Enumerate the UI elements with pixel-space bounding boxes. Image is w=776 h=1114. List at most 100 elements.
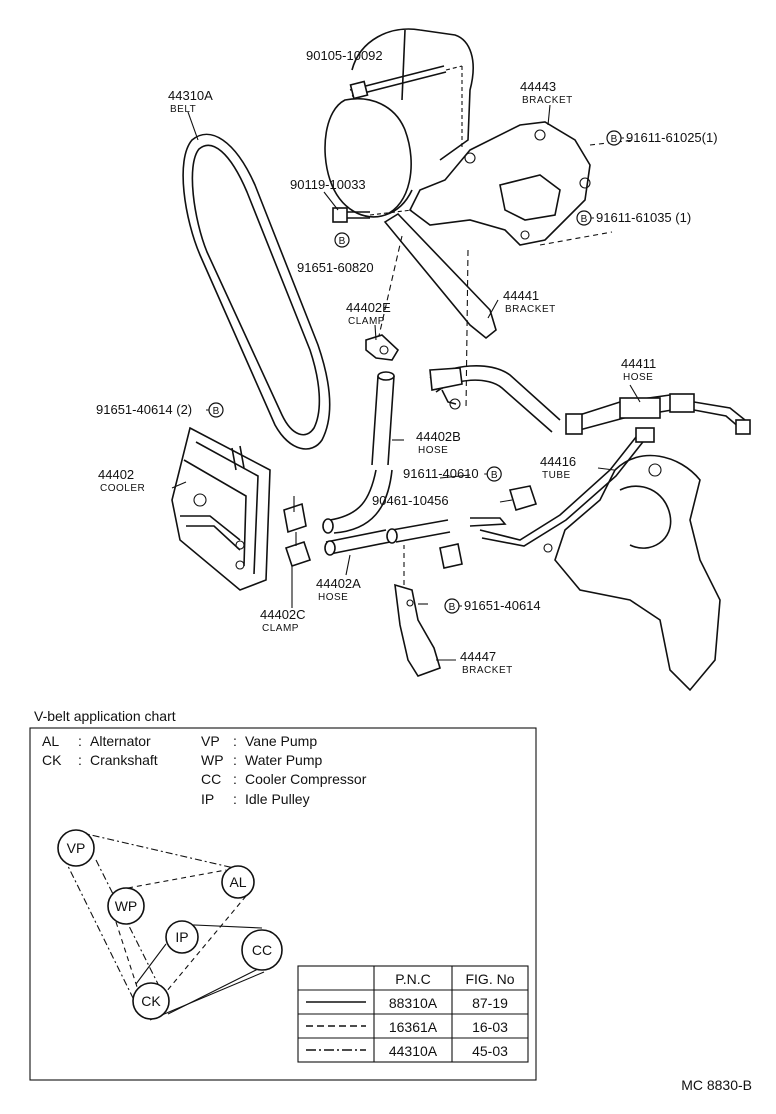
vbelt-legend: AL : Alternator CK : Crankshaft VP : Van… [42,733,367,807]
b-marker-icon: B [576,210,592,226]
pulley-al: AL [221,865,255,899]
legend-sep-vp: : [233,733,237,749]
legend-code-ip: IP [201,791,214,807]
legend-name-ck: Crankshaft [90,752,158,768]
bracket-44441 [377,212,497,411]
b-marker-label: B [491,470,498,481]
part-callout-90119-10033: 90119-10033 [290,177,366,192]
table-header-pnc: P.N.C [395,971,431,987]
table-row-fig: 87-19 [472,995,508,1011]
part-description: CLAMP [262,623,299,634]
legend-name-al: Alternator [90,733,151,749]
vbelt-chart-title: V-belt application chart [34,708,176,724]
leader-lines [171,104,641,661]
pulley-cc: CC [241,929,283,971]
part-description: CLAMP [348,316,385,327]
pump-assembly [324,28,636,246]
legend-code-ck: CK [42,752,62,768]
legend-code-al: AL [42,733,59,749]
table-row-pnc: 44310A [389,1043,438,1059]
part-description: BRACKET [522,95,573,106]
b-marker-label: B [581,214,588,225]
legend-name-cc: Cooler Compressor [245,771,367,787]
pulley-label-wp: WP [115,898,138,914]
part-number: 44402A [316,576,361,591]
legend-name-ip: Idle Pulley [245,791,310,807]
part-number: 44402B [416,429,461,444]
part-number: 91611-40610 [403,466,479,481]
part-number: 91651-60820 [297,260,374,275]
part-description: BRACKET [505,304,556,315]
part-callout-91611-40610: 91611-40610 B [403,466,502,482]
part-number: 90119-10033 [290,177,366,192]
pulley-label-cc: CC [252,942,272,958]
hose-44402A [324,519,451,556]
pulley-ck: CK [132,982,170,1020]
legend-name-vp: Vane Pump [245,733,317,749]
part-callout-90105-10092: 90105-10092 [306,48,383,63]
b-marker-icon: B [334,232,350,248]
legend-sep-ck: : [78,752,82,768]
part-description: TUBE [542,470,571,481]
part-number: 44402 [98,467,134,482]
legend-code-cc: CC [201,771,221,787]
table-header-fig: FIG. No [465,971,514,987]
legend-sep-al: : [78,733,82,749]
clamp-44402C [283,496,312,568]
b-marker-label: B [213,406,220,417]
hose-44411 [429,365,751,435]
table-row-pnc: 88310A [389,995,438,1011]
clip-90461-10456 [508,485,538,511]
belt-table: P.N.C FIG. No 88310A 87-19 16361A 16-03 … [297,965,529,1063]
pulley-label-vp: VP [67,840,86,856]
legend-code-vp: VP [201,733,220,749]
figure-code: MC 8830-B [681,1077,752,1093]
part-number: 44416 [540,454,576,469]
part-description: HOSE [623,372,653,383]
part-number: 44443 [520,79,556,94]
steering-gear-box [543,454,721,692]
part-number: 91611-61035 (1) [596,210,691,225]
bracket-44447 [394,545,441,677]
b-marker-label: B [449,602,456,613]
legend-sep-wp: : [233,752,237,768]
cooler-44402 [171,426,271,591]
table-row-fig: 16-03 [472,1019,508,1035]
pulley-label-ck: CK [141,993,161,1009]
part-callout-91651-60820: 91651-60820 B [297,232,374,275]
part-description: BRACKET [462,665,513,676]
part-description: HOSE [318,592,348,603]
table-row-pnc: 16361A [389,1019,438,1035]
part-number: 90105-10092 [306,48,383,63]
part-callout-91611-61035: 91611-61035 (1) B [576,210,691,226]
hose-44402B [322,371,395,534]
pulley-label-al: AL [229,874,246,890]
b-marker-icon: B [606,130,622,146]
legend-sep-cc: : [233,771,237,787]
part-description: HOSE [418,445,448,456]
tube-44416 [469,427,655,547]
pulley-label-ip: IP [175,929,188,945]
part-number: 44310A [168,88,213,103]
b-marker-icon: B [486,466,502,482]
legend-code-wp: WP [201,752,224,768]
b-marker-label: B [339,236,346,247]
clamp-44402E [365,334,400,361]
part-description: COOLER [100,483,145,494]
vbelt-chart-frame [29,727,537,1081]
part-callout-91651-40614-2: 91651-40614 (2)B [96,402,224,418]
b-marker-icon: B [444,598,460,614]
part-number: 44402C [260,607,306,622]
